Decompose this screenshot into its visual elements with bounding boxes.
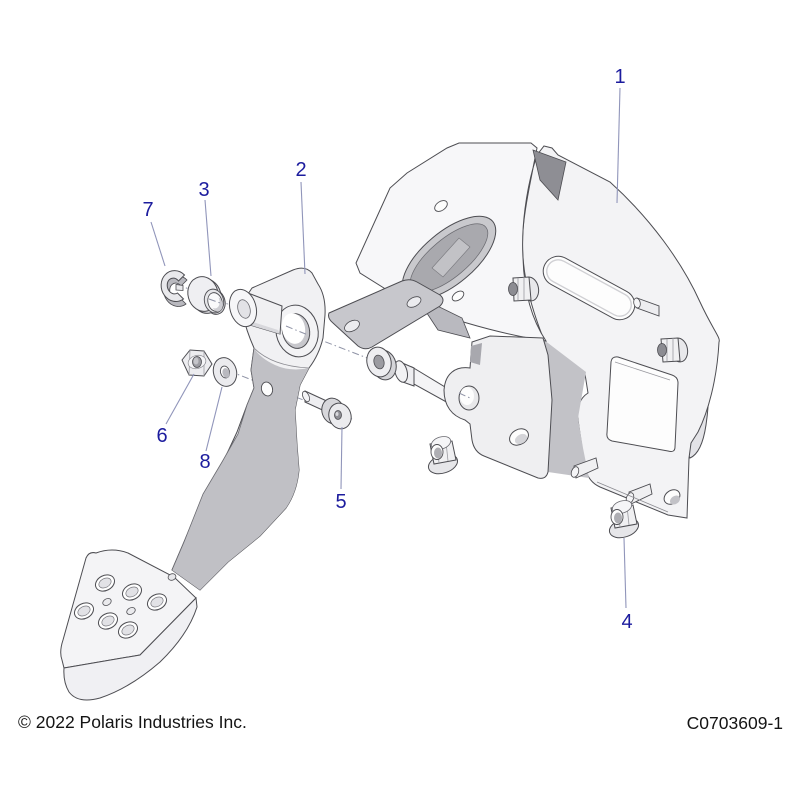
oval-cutout-crossbar [431,237,471,278]
washer-part [212,357,238,387]
stud-pin-slot-end [633,297,641,309]
washer-bore-shade [222,368,230,378]
tab-plate-hole-right [406,296,422,308]
pedal-pivot-bore-interior [281,313,306,344]
leader-6 [165,373,195,425]
flange-nut-bottom [608,500,640,539]
welded-nut-lower-bore [657,343,667,357]
hex-nut-bore-highlight [193,357,199,365]
channel-slit [470,343,482,365]
pad-hole-inner [121,624,135,636]
callout-3: 3 [198,179,209,201]
pad-small-hole [102,598,112,606]
bracket-front-tab-plate [328,279,444,350]
pad-small-hole [126,607,136,615]
leader-lines [150,87,627,609]
e-clip-center-prong [175,284,184,291]
drawing-number: C0703609-1 [687,713,783,733]
clevis-pin [393,360,451,405]
pivot-spacer [366,346,397,381]
callout-labels: 1 2 3 4 5 6 7 8 [142,66,632,633]
pad-hole-inner [150,596,164,608]
stud-pin-bottom-left-end [570,466,580,478]
pedal-pad-holes [73,574,168,639]
pedal-arm-plate-edge [253,347,310,369]
e-clip-part [160,270,188,307]
hex-nut-part [181,349,213,377]
bracket-slot-cutout [542,255,636,321]
pedal-arm-shaded-face [172,348,309,590]
callout-5: 5 [335,491,346,513]
bolt-socket-highlight [335,412,339,416]
bracket-bottom-thickness-edge [596,481,669,513]
channel-wall-face [443,335,553,479]
bracket-part [328,142,720,519]
leader-3 [204,199,212,277]
leader-8 [205,386,223,452]
pad-hole-inner [77,605,91,617]
callout-1: 1 [614,66,625,88]
pedal-pad-corner-dot [167,573,177,581]
spacer-bore [373,354,385,370]
leader-1 [616,87,621,204]
tab-hole-shade [514,433,528,445]
bracket-square-cutout [606,356,679,452]
welded-nut-lower [657,337,689,363]
bushing-part [187,276,226,315]
welded-nut-upper-facets [517,277,525,300]
ear-pivot-hole-highlight [460,387,474,405]
bracket-hole-bottom-right-shade [669,495,681,505]
pivot-boss-bore [237,299,251,319]
square-cutout-shadow-edge [614,361,671,381]
callout-6: 6 [156,425,167,447]
bracket-bend-shadow [544,340,589,478]
welded-nut-lower-facets [666,338,674,361]
centerline-over-bushing-bore [208,298,224,305]
roof-hole-upper [434,200,448,212]
centerline-over-ear-hole [458,392,471,399]
flange-nut-bottom-bore-dark [614,512,622,524]
e-clip-face [160,270,186,302]
pad-hole-inner [98,577,112,589]
roof-hole-lower [451,290,465,302]
callout-4: 4 [621,611,632,633]
callout-7: 7 [142,199,153,221]
slot-cutout-inner-edge [546,259,632,317]
pad-hole-inner [125,586,139,598]
bracket-hem-fold [532,149,567,201]
centerline-over-pivot-bore [285,325,309,336]
pedal-pad [60,549,198,701]
tab-plate-hole-left [344,319,360,333]
callout-2: 2 [295,159,306,181]
bracket-channel-wall [443,335,553,479]
leader-4 [623,537,627,609]
pad-hole-inner [101,615,115,627]
welded-nut-upper [508,276,540,302]
pedal-arm-bolt-hole [260,381,274,397]
center-line-overlays [208,298,471,399]
welded-nut-upper-bore [508,282,518,296]
bolt-tip [302,390,310,403]
bolt-part [302,390,352,430]
leader-2 [300,181,306,275]
slot-cutout [542,255,636,321]
footer: © 2022 Polaris Industries Inc. C0703609-… [18,712,783,733]
leader-7 [150,221,166,267]
flange-nut-middle [427,436,459,475]
flange-nut-middle-bore-dark [434,447,442,459]
pedal-pad-front-lip [63,596,198,701]
leader-5 [340,426,343,490]
copyright-text: © 2022 Polaris Industries Inc. [18,712,247,732]
pedal-arm-part [171,267,326,591]
pedal-arm-fold-line [171,347,255,571]
callout-8: 8 [199,451,210,473]
